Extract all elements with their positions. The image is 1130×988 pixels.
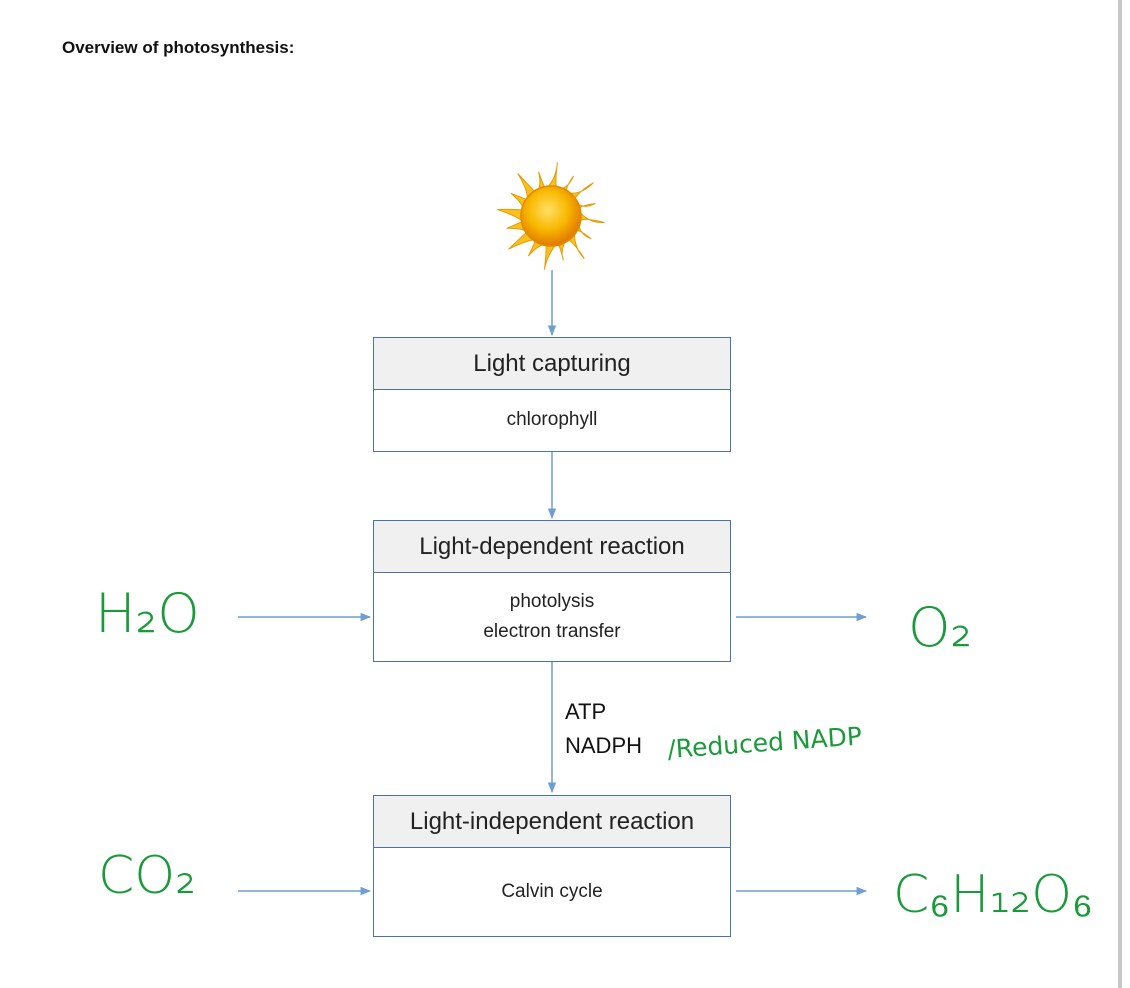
- stage-body: photolysis electron transfer: [374, 573, 730, 660]
- stage-body: Calvin cycle: [374, 848, 730, 935]
- stage-body: chlorophyll: [374, 390, 730, 450]
- product-nadph: NADPH: [565, 733, 643, 758]
- intermediate-products: ATP NADPH: [565, 695, 642, 763]
- handwritten-co2: CO₂: [98, 846, 196, 906]
- handwritten-reduced-nadp-note: /Reduced NADP: [666, 721, 862, 764]
- stage-heading: Light capturing: [374, 338, 730, 390]
- stage-heading: Light-independent reaction: [374, 796, 730, 848]
- stage-light-capturing: Light capturing chlorophyll: [373, 337, 731, 452]
- stage-light-independent-reaction: Light-independent reaction Calvin cycle: [373, 795, 731, 937]
- sun-icon: [497, 162, 605, 270]
- sun-ray: [497, 208, 525, 223]
- stage-detail: Calvin cycle: [501, 880, 603, 902]
- page-title: Overview of photosynthesis:: [62, 38, 295, 57]
- stage-light-dependent-reaction: Light-dependent reaction photolysis elec…: [373, 520, 731, 662]
- sun-ray: [544, 242, 558, 270]
- handwritten-h2o: H₂O: [95, 582, 200, 645]
- handwritten-glucose: C₆H₁₂O₆: [893, 865, 1093, 925]
- product-atp: ATP: [565, 699, 607, 724]
- stage-heading: Light-dependent reaction: [374, 521, 730, 573]
- stage-detail: photolysis: [509, 590, 595, 612]
- sun-ray: [543, 162, 558, 190]
- handwritten-o2: O₂: [908, 596, 972, 659]
- page-edge-rule: [1118, 0, 1122, 988]
- sun-ray: [577, 208, 605, 224]
- stage-detail: electron transfer: [483, 620, 621, 642]
- stage-detail: chlorophyll: [506, 409, 598, 430]
